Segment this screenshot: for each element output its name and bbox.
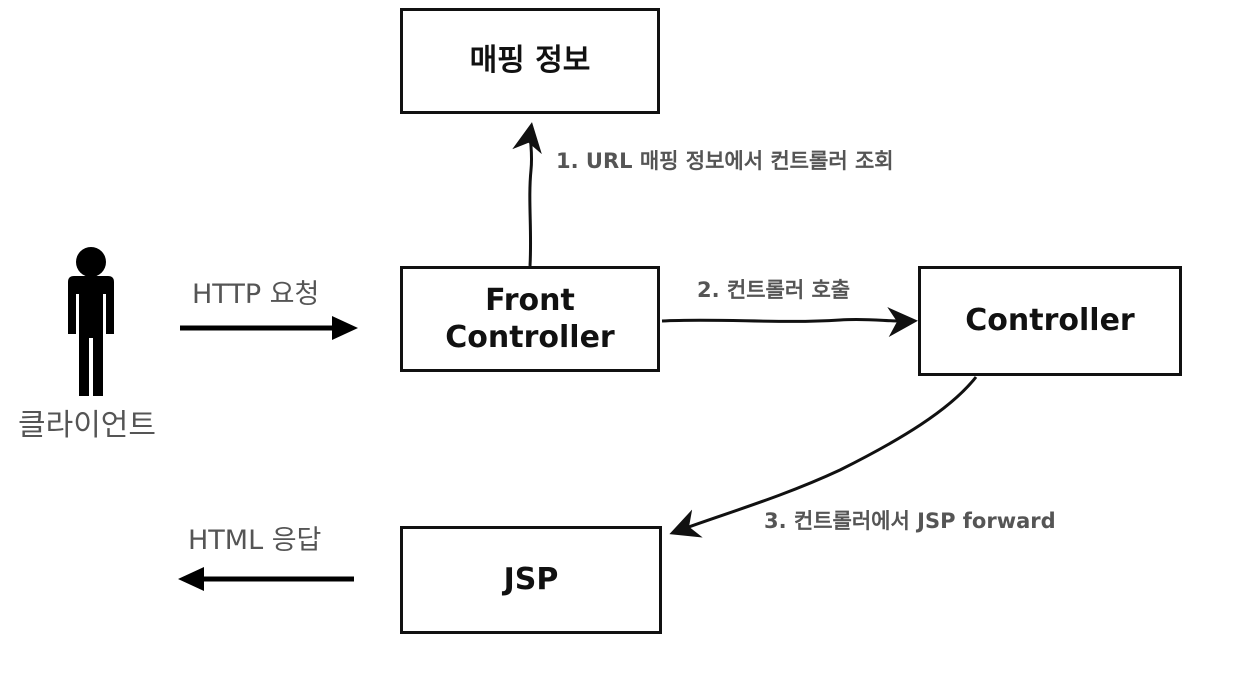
lookup-arrow (512, 122, 542, 267)
call-arrow (661, 307, 918, 338)
client-label: 클라이언트 (18, 408, 156, 443)
http-request-label: HTTP 요청 (192, 279, 320, 310)
front-controller-label-line1: Front (485, 282, 575, 318)
front-controller-label-line2: Controller (445, 320, 615, 355)
forward-label: 3. 컨트롤러에서 JSP forward (764, 509, 1056, 533)
controller-box: Controller (918, 266, 1182, 376)
html-response-label: HTML 응답 (188, 525, 322, 556)
controller-label: Controller (965, 303, 1135, 339)
forward-arrow (669, 376, 978, 538)
person-icon (68, 247, 114, 396)
mapping-info-label: 매핑 정보 (469, 43, 591, 79)
html-response-arrow (178, 567, 354, 591)
jsp-label: JSP (503, 562, 559, 598)
front-controller-box: Front Controller (400, 266, 660, 372)
lookup-label: 1. URL 매핑 정보에서 컨트롤러 조회 (556, 149, 894, 173)
call-label: 2. 컨트롤러 호출 (697, 278, 851, 302)
jsp-box: JSP (400, 526, 662, 634)
http-request-arrow (180, 316, 358, 340)
mapping-info-box: 매핑 정보 (400, 8, 660, 114)
